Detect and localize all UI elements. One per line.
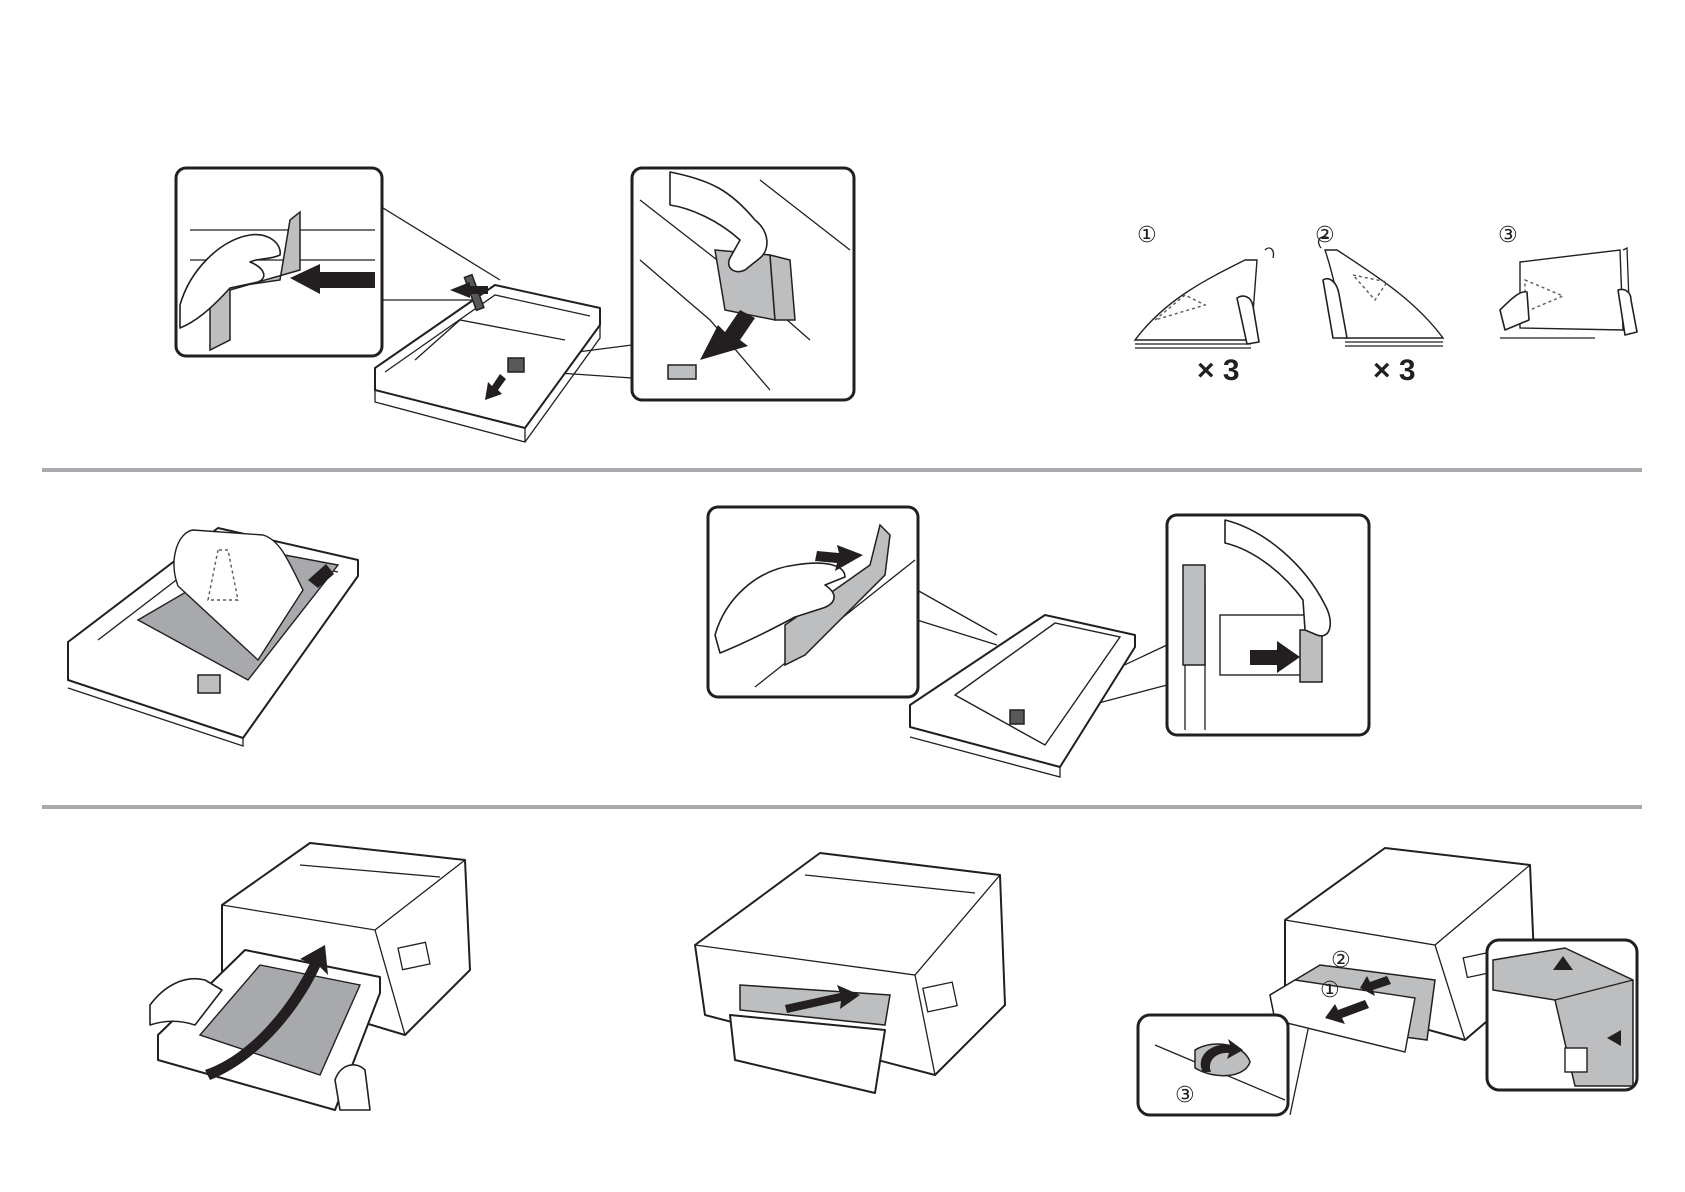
section-divider-1 [42, 468, 1642, 472]
side-guide-adjust-callout [708, 507, 918, 697]
front-guide-callout [632, 168, 854, 400]
step-2-marker: ② [1315, 223, 1335, 248]
section-divider-2 [42, 805, 1642, 809]
load-paper-illustration [68, 520, 368, 750]
adjust-guides-illustration [705, 505, 1375, 785]
finish-step-1-marker: ① [1320, 978, 1340, 1003]
paper-cassette [910, 615, 1135, 777]
side-guide-callout [176, 168, 382, 356]
step-3-marker: ③ [1498, 223, 1518, 248]
slide-guides-illustration [170, 160, 860, 460]
hand-icon [335, 1065, 370, 1110]
finish-step-3-marker: ③ [1175, 1083, 1195, 1108]
finish-step-2-marker: ② [1331, 948, 1351, 973]
cassette-inserted-illustration [695, 845, 1015, 1095]
fan-step-3 [1500, 248, 1637, 338]
step-2-repeat: × 3 [1373, 354, 1416, 387]
fan-paper-illustration: ① × 3 ② × 3 ③ [1125, 220, 1645, 390]
paper-cassette [375, 285, 600, 442]
output-tray-lever-callout: ③ [1138, 1015, 1288, 1115]
front-guide-adjust-callout [1167, 515, 1369, 735]
insert-cassette-illustration [150, 835, 480, 1110]
extend-output-tray-illustration: ① ② ③ [1135, 840, 1645, 1120]
step-1-repeat: × 3 [1197, 354, 1240, 387]
step-1-marker: ① [1137, 223, 1157, 248]
fan-step-1 [1135, 248, 1273, 348]
fan-step-2 [1319, 237, 1443, 346]
tray-stopper-callout [1487, 940, 1637, 1090]
